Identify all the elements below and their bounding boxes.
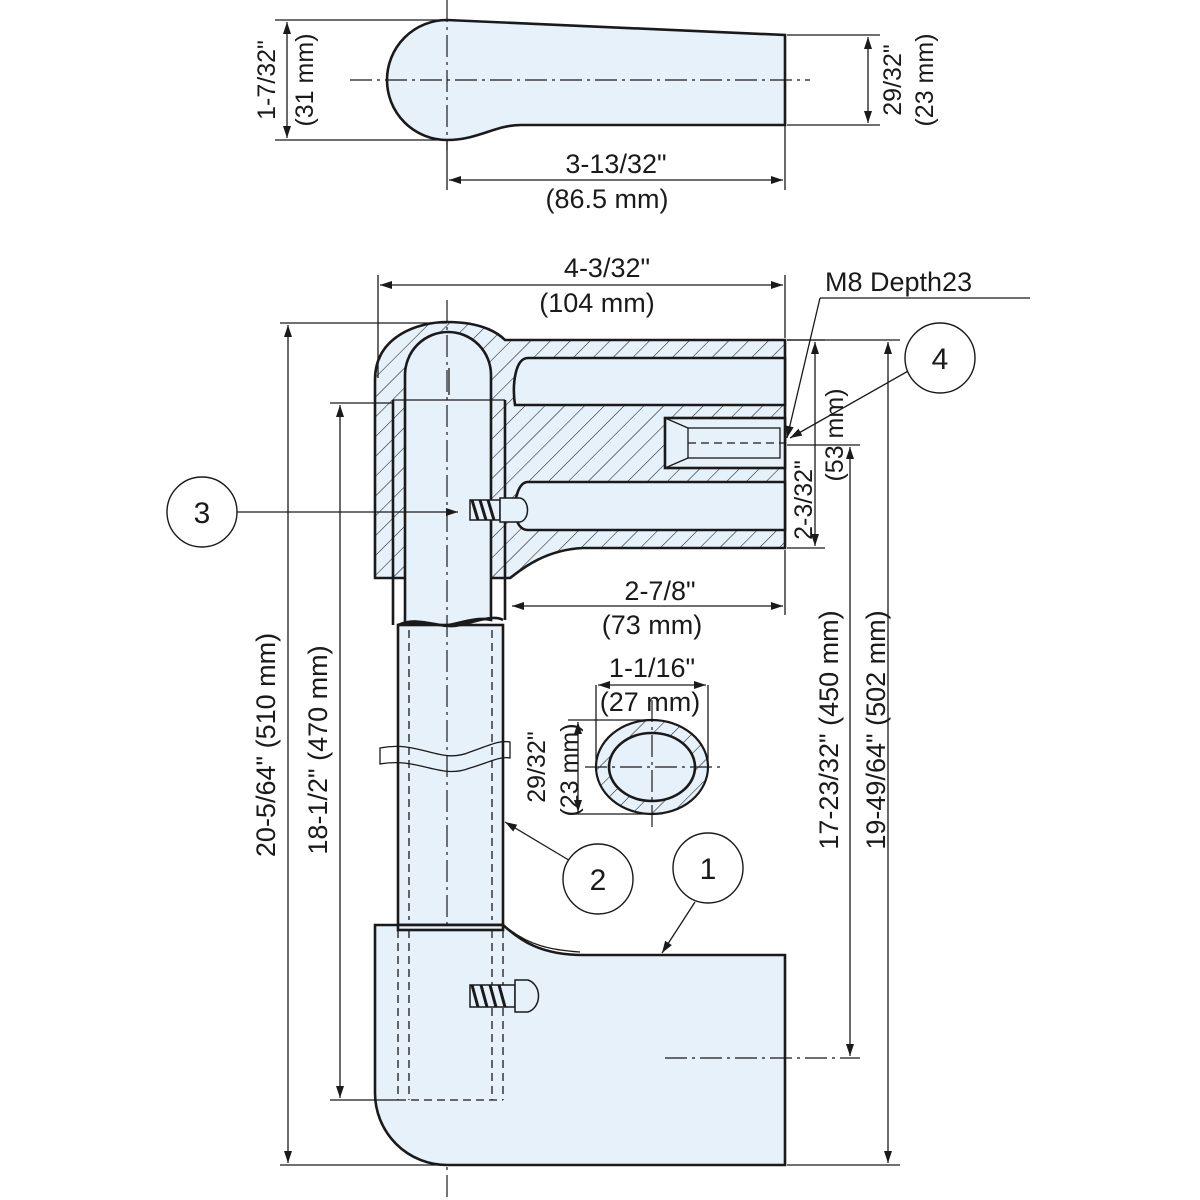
- dim-top-height-metric: (31 mm): [291, 33, 319, 126]
- balloon-3: 3: [166, 476, 238, 548]
- balloon-4-leader: [789, 369, 911, 439]
- dim-arm-length-metric: (73 mm): [602, 610, 703, 640]
- dim-pipe-width-metric: (27 mm): [600, 687, 701, 717]
- dim-pipe-height-imperial: 29/32": [523, 731, 551, 802]
- svg-text:2: 2: [590, 864, 607, 897]
- balloon-2: 2: [562, 843, 634, 915]
- dim-overall-height-text: 20-5/64" (510 mm): [251, 633, 281, 857]
- balloon-1: 1: [672, 832, 744, 904]
- dim-top-height-imperial: 1-7/32": [253, 40, 281, 120]
- svg-text:4: 4: [932, 343, 949, 376]
- dim-pipe-height-metric: (23 mm): [556, 723, 584, 816]
- dim-mount-pitch-text: 17-23/32" (450 mm): [814, 610, 844, 849]
- pipe-break: [379, 740, 511, 773]
- balloon-1-leader: [661, 901, 696, 954]
- dim-arm-length-imperial: 2-7/8": [624, 576, 695, 606]
- pipe-body: [396, 623, 505, 927]
- upper-bore: [403, 330, 493, 628]
- dim-arm-height-metric: (53 mm): [821, 388, 849, 481]
- front-view: 4-3/32" (104 mm) M8 Depth23 2-3/32" (53 …: [166, 253, 1030, 1200]
- top-view: 1-7/32" (31 mm) 29/32" (23 mm) 3-13/32" …: [253, 0, 939, 214]
- dim-overall-width-imperial: 4-3/32": [564, 253, 650, 283]
- svg-text:1: 1: [700, 853, 717, 886]
- dim-top-length-imperial: 3-13/32": [565, 149, 666, 179]
- upper-set-screw: [469, 497, 529, 523]
- lower-set-screw: [469, 979, 540, 1013]
- dim-top-tip-height-metric: (23 mm): [911, 33, 939, 126]
- svg-text:3: 3: [194, 497, 211, 530]
- dim-top-length-metric: (86.5 mm): [545, 184, 668, 214]
- pipe-seat: [396, 923, 505, 932]
- dim-arm-height-imperial: 2-3/32": [790, 460, 818, 540]
- dim-bracket-height-text: 19-49/64" (502 mm): [861, 610, 891, 849]
- lower-bracket: [373, 923, 787, 1167]
- dim-top-tip-height-imperial: 29/32": [879, 44, 907, 115]
- dim-overall-width-metric: (104 mm): [539, 288, 655, 318]
- dim-pipe-length-text: 18-1/2" (470 mm): [303, 645, 333, 854]
- balloon-4: 4: [904, 322, 976, 394]
- top-view-handle-end: [385, 18, 787, 142]
- balloon-2-leader: [504, 821, 573, 863]
- dim-pipe-width-imperial: 1-1/16": [609, 653, 695, 683]
- upper-slot: [512, 356, 787, 407]
- lower-slot: [513, 480, 787, 532]
- thread-note-leader: [785, 297, 821, 439]
- thread-note: M8 Depth23: [825, 267, 972, 297]
